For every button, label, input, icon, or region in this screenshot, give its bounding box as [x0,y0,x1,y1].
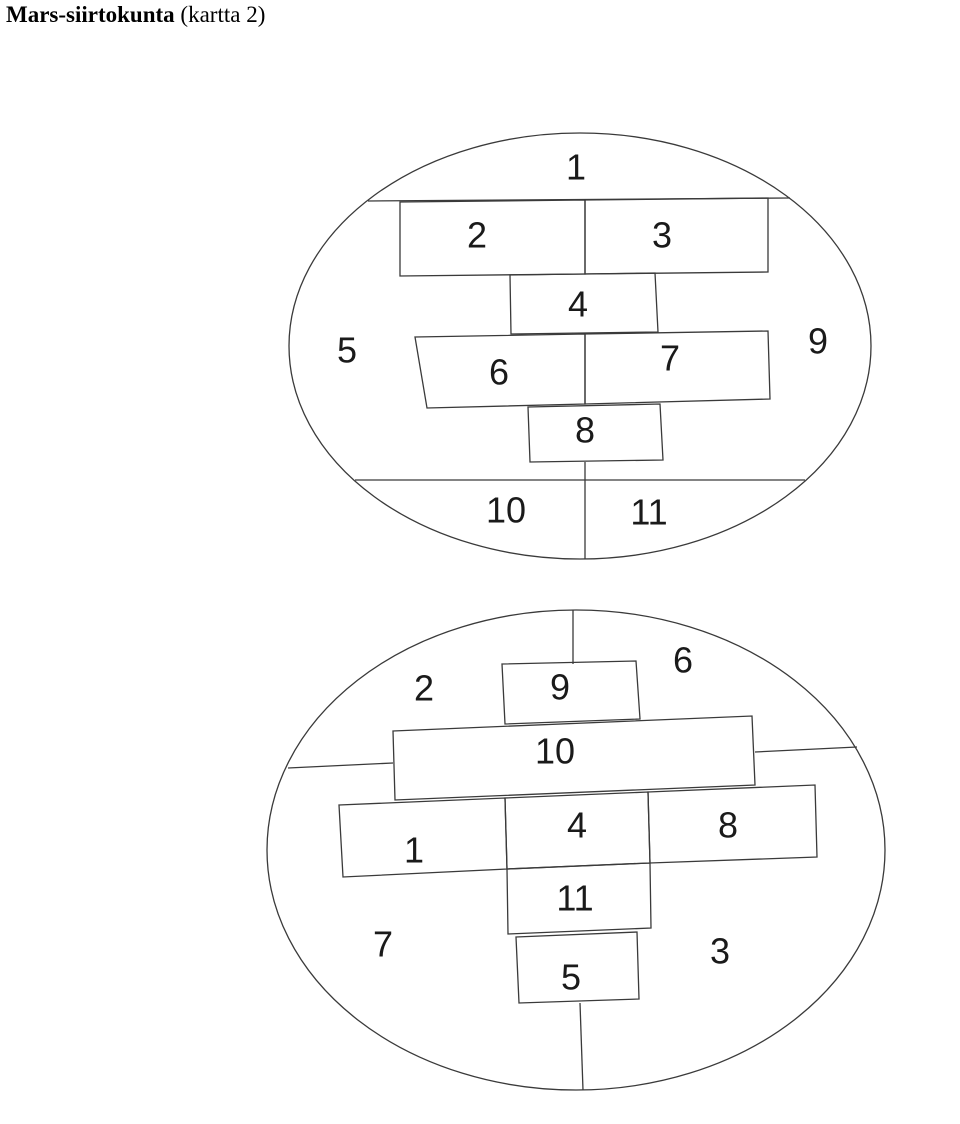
map-1-label-5: 5 [337,330,357,371]
map-1-label-6: 6 [489,352,509,393]
map-1-region-8 [527,403,664,463]
map-2-label-11: 11 [556,878,593,919]
map-2-region-11 [506,862,652,935]
page-title-main: Mars-siirtokunta [6,2,175,27]
map-2-region-8 [647,784,818,864]
map-2-bottom-divider [579,1002,584,1091]
map-1-region-2 [399,199,586,277]
map-1-region-3 [584,197,769,275]
map-1-label-11: 11 [630,492,667,533]
map-2-label-2: 2 [414,668,434,709]
map-1-label-10: 10 [486,490,526,531]
map-2-label-6: 6 [673,640,693,681]
map-1-outline [288,132,872,560]
map-1: 1 2 3 4 5 6 7 8 9 10 11 [288,132,872,560]
map-2: 2 9 6 10 1 4 8 11 7 3 5 [266,609,886,1091]
map-2-region-10 [392,715,756,801]
map-2-label-3: 3 [710,931,730,972]
map-1-label-4: 4 [568,284,588,325]
map-1-region-4 [509,272,659,335]
map-1-label-1: 1 [566,147,586,188]
page-title: Mars-siirtokunta (kartta 2) [6,0,265,30]
map-1-region-7 [584,330,771,405]
page-title-suffix: (kartta 2) [174,2,266,27]
map-2-region-9 [501,660,641,725]
map-1-label-7: 7 [660,338,680,379]
map-1-label-3: 3 [652,215,672,256]
map-2-label-4: 4 [567,805,587,846]
map-2-right-divider [754,746,858,753]
map-1-label-2: 2 [467,215,487,256]
map-1-label-9: 9 [808,321,828,362]
map-2-label-10: 10 [535,731,575,772]
map-2-region-5 [515,931,640,1004]
map-2-left-divider [287,762,394,769]
map-2-label-1: 1 [404,830,424,871]
map-2-outline [266,609,886,1091]
map-2-label-7: 7 [373,924,393,965]
map-2-label-8: 8 [718,805,738,846]
map-2-label-9: 9 [550,667,570,708]
map-1-label-8: 8 [575,410,595,451]
map-2-label-5: 5 [561,957,581,998]
